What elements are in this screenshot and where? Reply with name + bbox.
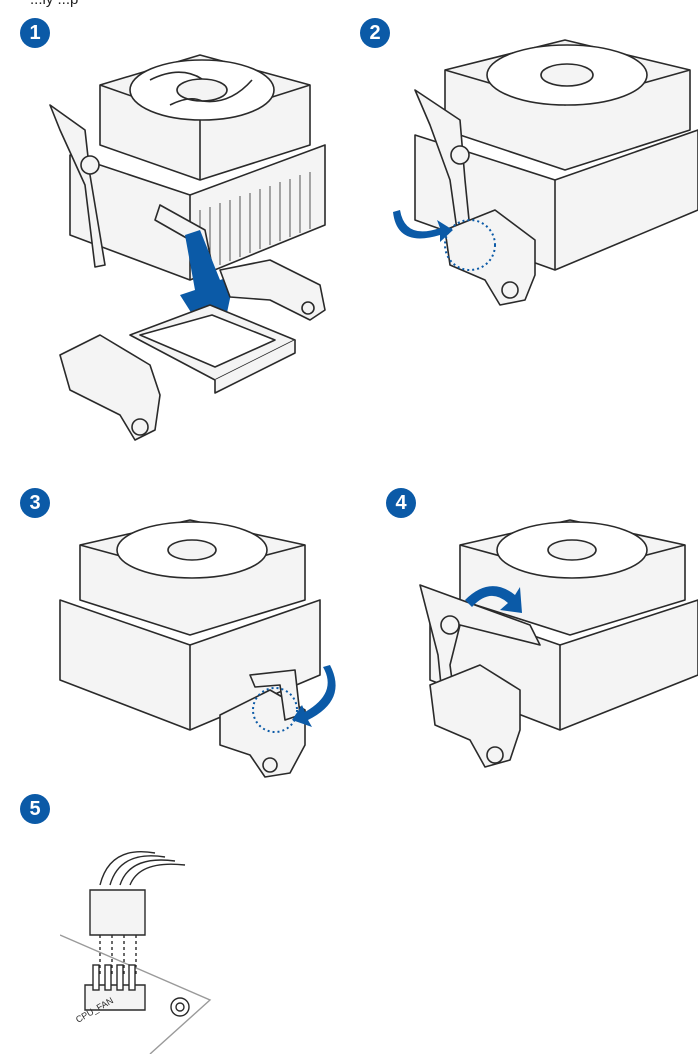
highlight-circle-icon: [252, 687, 298, 733]
step-1-illustration: [49, 54, 326, 441]
step-4-badge: 4: [386, 488, 416, 518]
step-3-badge: 3: [20, 488, 50, 518]
motherboard: [60, 934, 212, 1054]
top-caption: ...ly ...p: [30, 0, 78, 8]
rotate-arrow-icon: [465, 586, 522, 613]
step-3-illustration: [59, 519, 336, 778]
retention-bracket-right: [219, 259, 326, 321]
step-2-badge: 2: [360, 18, 390, 48]
retention-bracket: [429, 664, 521, 768]
rotate-arrow-icon: [292, 665, 336, 727]
step-1-badge: 1: [20, 18, 50, 48]
rotate-arrow-icon: [393, 210, 453, 242]
cpu-fan-header: [84, 984, 146, 1011]
step-4-illustration: [419, 519, 698, 768]
highlight-circle-icon: [444, 219, 496, 271]
step-5-illustration: CPU_FAN: [60, 851, 212, 1054]
retention-clip: [49, 104, 106, 268]
retention-clip: [249, 669, 301, 721]
step-5-badge: 5: [20, 794, 50, 824]
retention-bracket-left: [59, 334, 161, 441]
step-2-illustration: [393, 39, 698, 306]
fan-cable: [99, 851, 186, 886]
fan-connector-plug: [89, 889, 146, 936]
retention-bracket: [444, 209, 536, 306]
